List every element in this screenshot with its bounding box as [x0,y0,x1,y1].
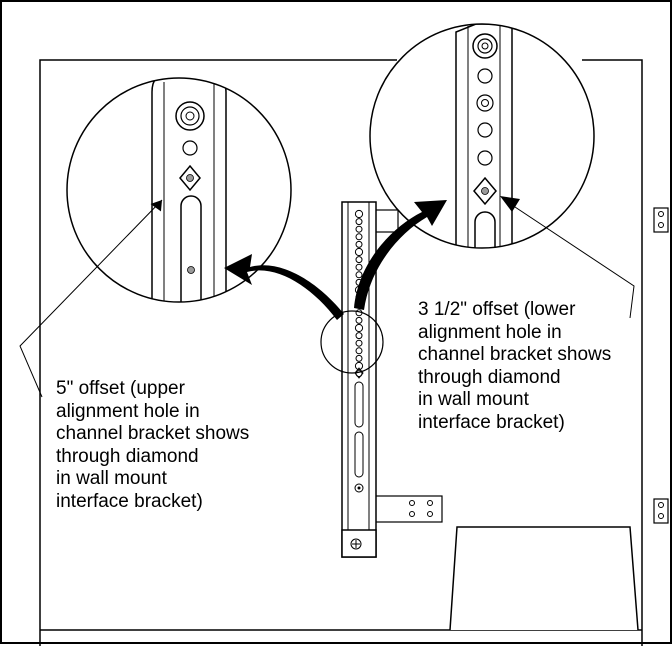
bracket-hole [355,354,363,362]
bracket-hole [355,271,363,279]
callout-upper-offset: 5" offset (upper alignment hole in chann… [56,378,250,513]
bracket-hole [354,323,364,333]
right-mount-tab-upper [653,207,669,233]
bracket-hole [354,209,364,219]
detail-highlight-circle [320,310,384,374]
magnified-detail-upper [66,77,292,303]
bracket-hole [355,256,363,264]
bracket-hole [355,233,363,241]
bracket-hole [355,263,363,271]
callout-lower-offset: 3 1/2" offset (lower alignment hole in c… [418,299,612,434]
right-mount-tab-lower [653,498,669,524]
leader-line-upper-offset [19,199,163,398]
bracket-hole [355,225,363,233]
bracket-hole [354,247,364,257]
bracket-hole [355,240,363,248]
curved-arrow-to-lower-detail [354,200,447,310]
wall-mount-channel-bracket [341,201,377,558]
bracket-hole [355,347,363,355]
bracket-hole [354,361,364,371]
bracket-hole [355,316,363,324]
lower-arm-bracket [369,495,443,523]
bracket-hole [355,218,363,226]
bracket-hole [355,339,363,347]
curved-arrow-to-upper-detail [224,254,344,320]
bracket-hole [355,332,363,340]
monitor-base [449,526,639,631]
magnified-detail-lower [369,23,595,249]
leader-line-lower-offset [500,196,635,319]
